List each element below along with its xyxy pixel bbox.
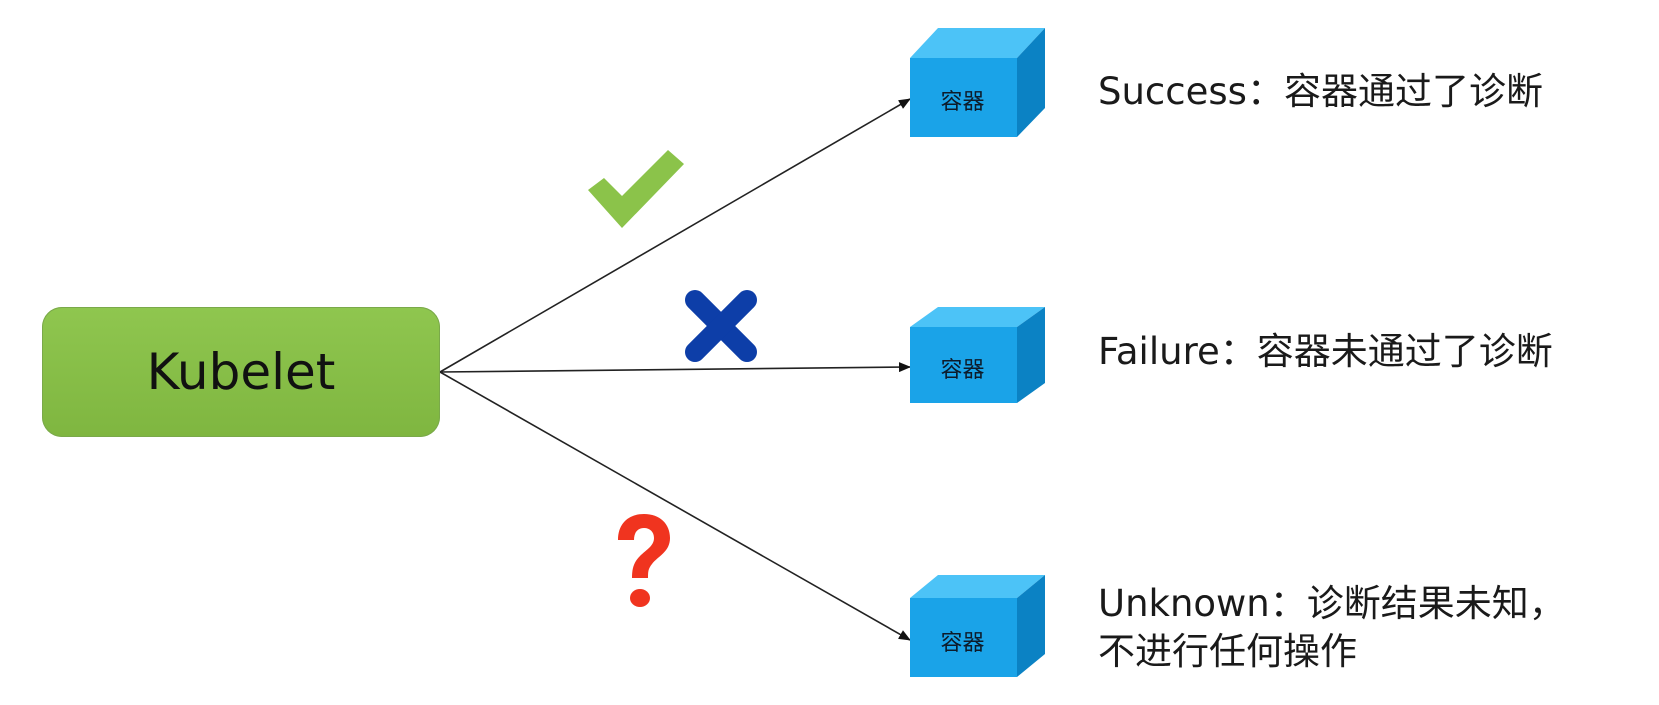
check-icon [588,150,684,228]
kubelet-label: Kubelet [146,343,336,401]
container-cube-failure [910,307,1045,403]
container-label-success: 容器 [940,90,985,115]
container-label-unknown: 容器 [940,631,985,656]
result-failure-text: Failure：容器未通过了诊断 [1098,328,1553,376]
container-cube-unknown [910,575,1045,677]
result-unknown-text: Unknown：诊断结果未知， 不进行任何操作 [1098,580,1566,676]
kubelet-node: Kubelet [42,307,440,437]
container-cube-success [910,28,1045,137]
result-unknown-line1: Unknown：诊断结果未知， [1098,582,1566,625]
container-label-failure: 容器 [940,358,985,383]
result-failure-line1: Failure：容器未通过了诊断 [1098,330,1553,373]
result-unknown-line2: 不进行任何操作 [1098,630,1357,674]
arrow-to-unknown [439,371,911,641]
cross-icon [685,290,757,362]
arrow-to-success [439,98,911,373]
arrow-to-failure [439,362,911,373]
question-icon [618,514,670,607]
result-success-line1: Success：容器通过了诊断 [1098,70,1543,113]
result-success-text: Success：容器通过了诊断 [1098,68,1543,116]
